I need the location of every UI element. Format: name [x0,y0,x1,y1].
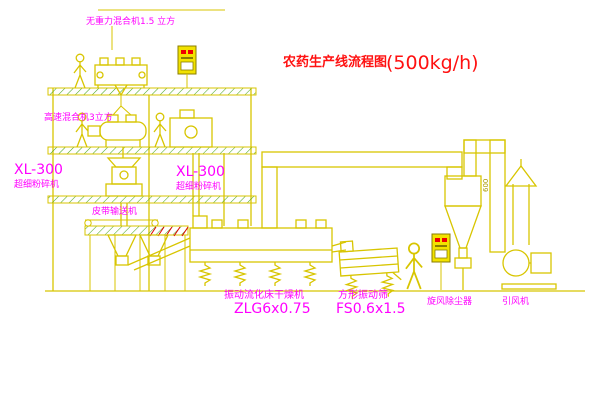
hopper-slab [84,225,189,236]
control-cabinet-upper [177,45,197,88]
control-cabinet-lower [431,233,451,290]
label-mill-mid-name: 超细粉碎机 [176,180,221,192]
exhaust-duct [261,151,463,229]
person-figure [405,242,423,290]
gravity-mixer [94,57,148,97]
fluid-bed-dryer [189,215,347,287]
label-mill-mid-model: XL-300 [176,164,225,180]
label-belt-conveyor: 皮带输送机 [92,205,137,217]
discharge-hoppers [106,234,191,271]
label-dryer-model: ZLG6x0.75 [234,301,311,317]
label-screen-name: 方形振动筛 [338,288,388,301]
cyclone-dust-collector [444,139,506,290]
slab-support-legs [89,235,186,291]
person-figure [153,112,167,148]
exhaust-stack [504,159,538,245]
label-mill-left-name: 超细粉碎机 [14,178,59,190]
floor-slab-low [47,195,257,204]
induced-draft-fan [501,249,557,290]
floor-slab-mid [47,146,257,155]
belt-conveyor [84,219,159,227]
label-duct-size: 600 [482,179,490,192]
diagram-title-capacity: (500kg/h) [386,52,479,74]
feed-pipe-y [112,95,132,116]
diagram-title: 农药生产线流程图 [282,54,387,70]
person-figure [73,53,87,89]
ultrafine-mill-mid [169,109,213,216]
vibrating-screen [338,240,402,301]
label-dryer-name: 振动流化床干燥机 [224,288,304,301]
label-cyclone: 旋风除尘器 [427,295,472,307]
label-mill-left-model: XL-300 [14,162,63,178]
ultrafine-mill-left [105,157,143,226]
label-fan: 引风机 [502,295,529,307]
label-high-speed-mixer: 高速混合机3立方 [44,111,113,123]
label-screen-model: FS0.6x1.5 [336,301,406,317]
label-gravity-mixer: 无重力混合机1.5 立方 [86,15,175,27]
fan-downcomer-duct [489,139,506,253]
floor-slab-top [47,87,257,96]
